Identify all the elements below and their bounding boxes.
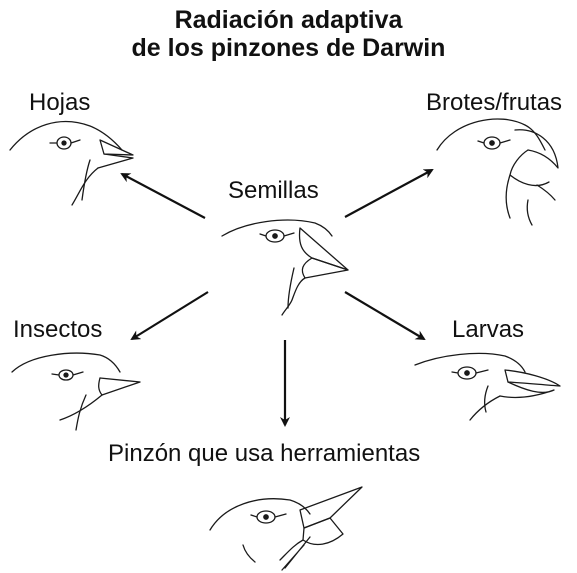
finch-insects-head-icon <box>11 352 141 431</box>
arrow-to-larvas <box>344 291 426 341</box>
label-insectos: Insectos <box>13 316 103 343</box>
arrow-to-insectos <box>130 291 209 341</box>
label-larvas: Larvas <box>452 316 525 343</box>
finch-leaves-head-icon <box>9 120 134 206</box>
diagram-title-line-1: Radiación adaptiva <box>174 6 403 34</box>
label-semillas: Semillas <box>228 177 319 204</box>
finch-larvae-head-icon <box>414 352 561 421</box>
finch-seeds-head-icon <box>221 219 349 316</box>
label-pinzon-herramientas: Pinzón que usa herramientas <box>108 440 421 467</box>
diagram-title-line-2: de los pinzones de Darwin <box>131 34 446 62</box>
label-hojas: Hojas <box>29 89 91 116</box>
finch-tool-using-head-icon <box>209 486 363 571</box>
label-brotes-frutas: Brotes/frutas <box>426 89 563 116</box>
finch-buds-fruits-head-icon <box>436 118 559 226</box>
arrow-to-hojas <box>120 173 206 219</box>
arrow-to-brotes <box>344 169 434 218</box>
